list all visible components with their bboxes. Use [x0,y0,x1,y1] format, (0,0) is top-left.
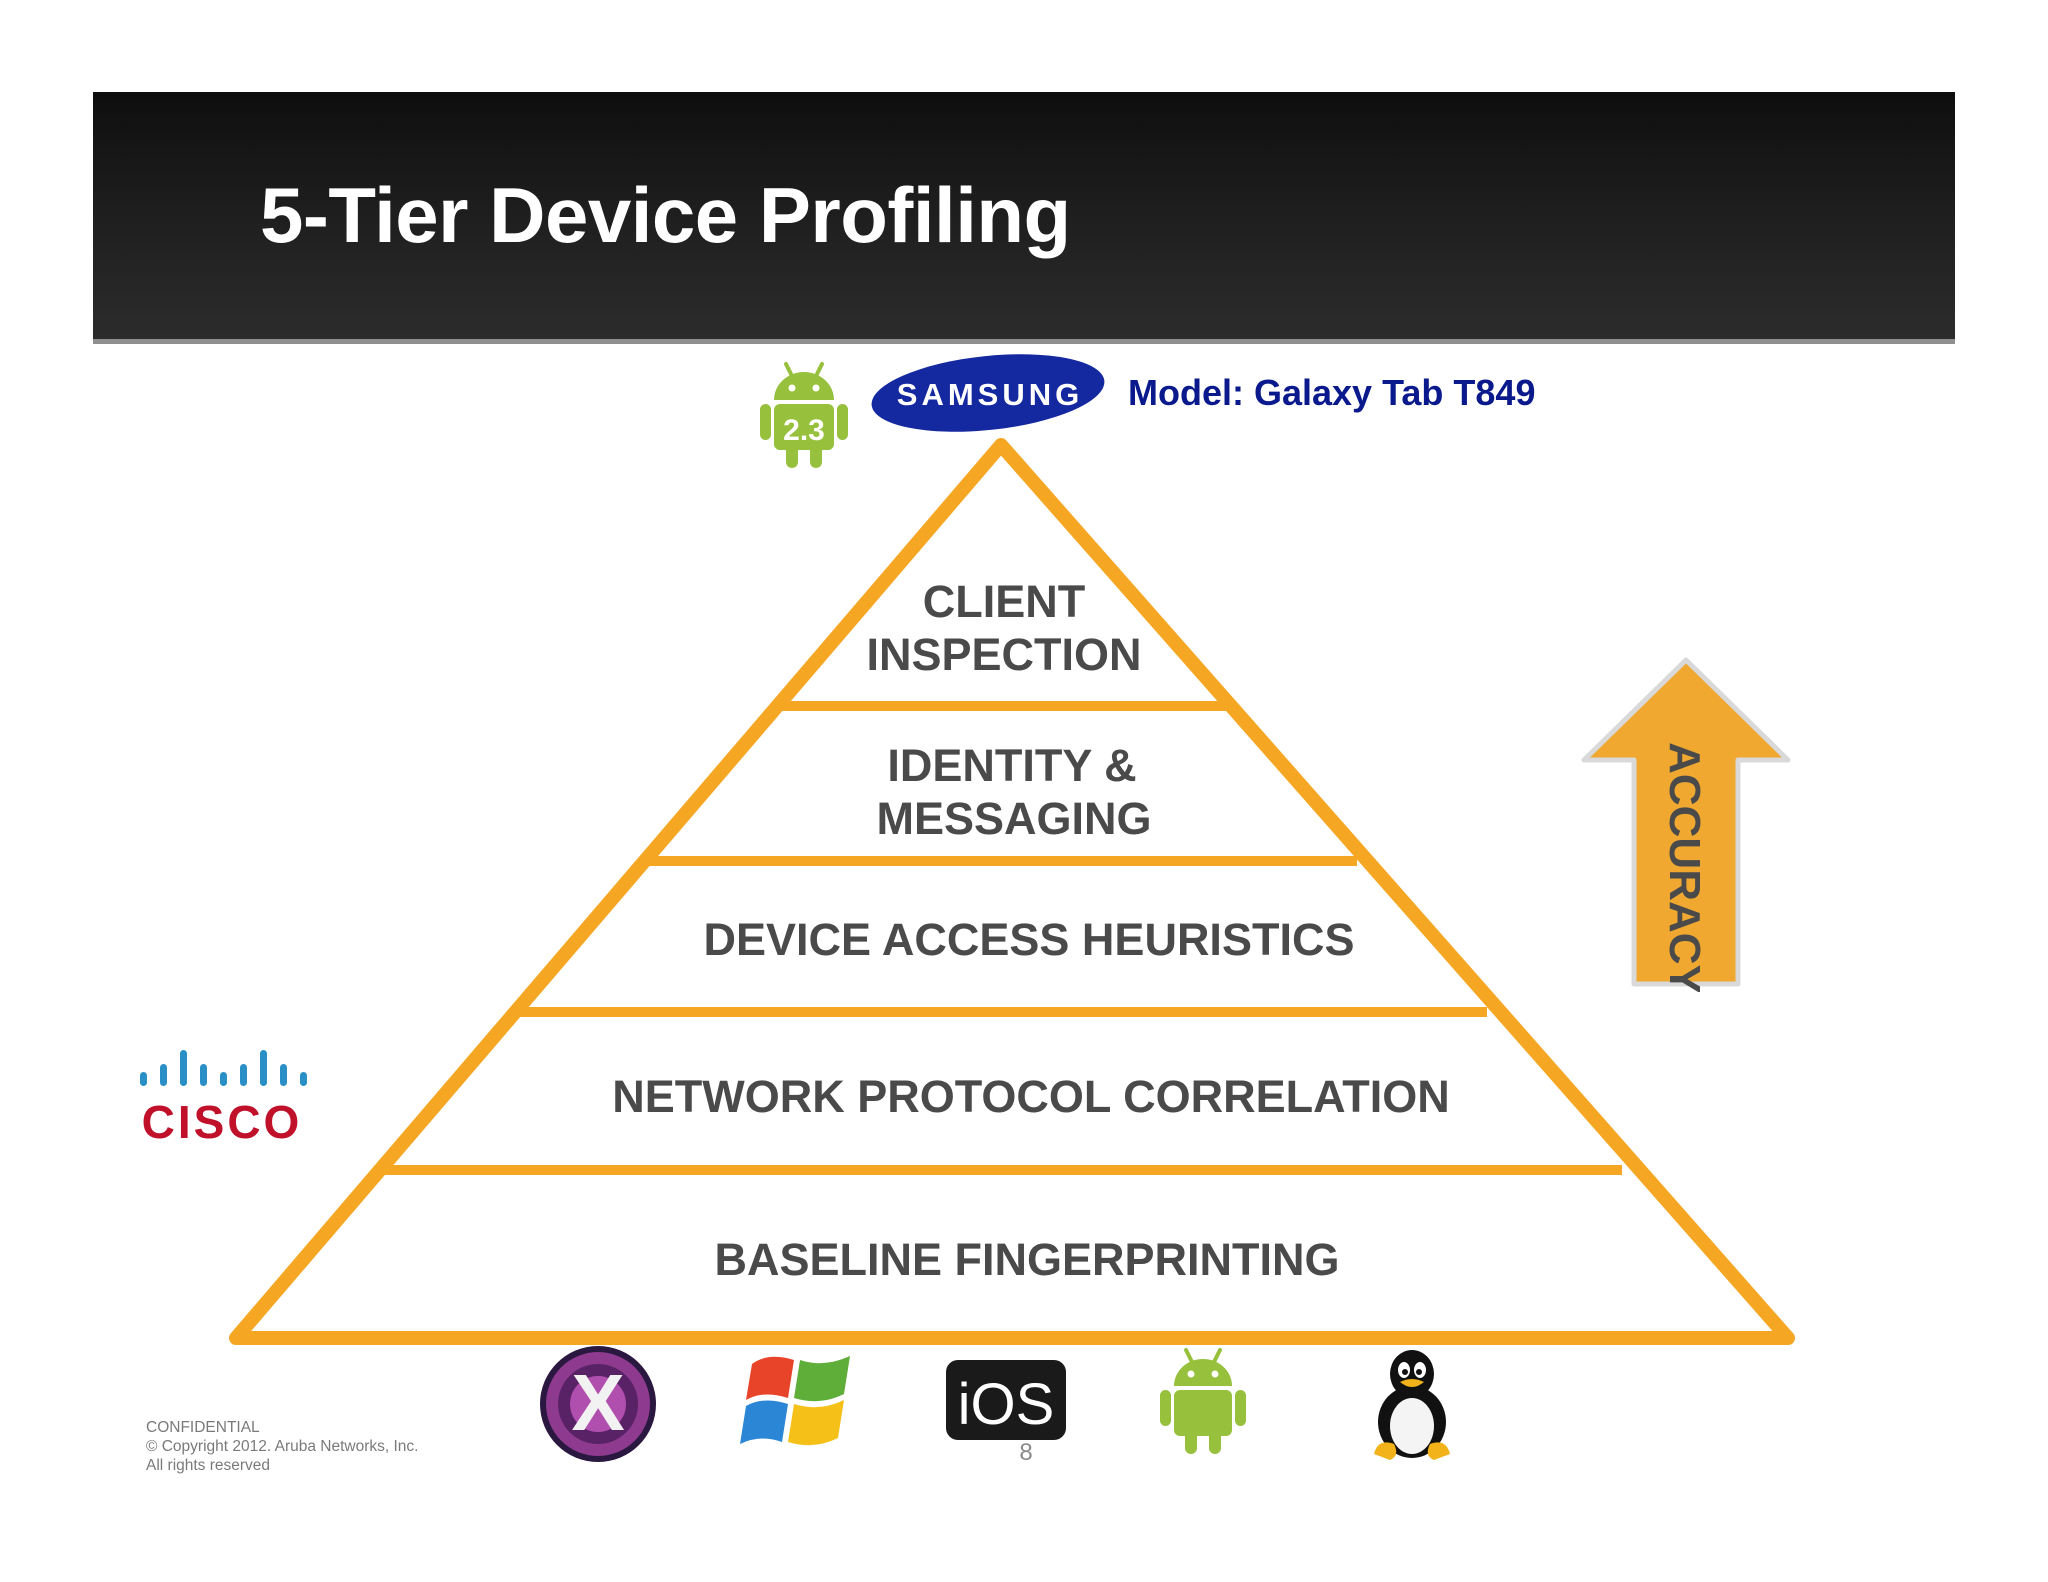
samsung-logo-text: SAMSUNG [897,377,1083,412]
android-icon [1160,1348,1246,1454]
mac-os-x-icon: X [540,1346,656,1462]
cisco-logo: CISCO [140,1050,307,1148]
footer-copyright: CONFIDENTIAL © Copyright 2012. Aruba Net… [146,1418,418,1475]
accuracy-arrow: ACCURACY [1581,657,1791,992]
tier-baseline-fingerprinting: BASELINE FINGERPRINTING [714,1234,1339,1285]
cisco-bars-icon [140,1050,307,1086]
footer-confidential: CONFIDENTIAL [146,1419,260,1436]
samsung-logo: SAMSUNG [871,354,1105,432]
linux-tux-icon [1374,1350,1450,1460]
tier-client-inspection-line2: INSPECTION [866,629,1141,680]
tier-client-inspection-line1: CLIENT [923,576,1086,627]
pyramid-dividers [380,701,1622,1175]
windows-icon [740,1356,850,1446]
tier-identity-messaging-line1: IDENTITY & [887,740,1136,791]
tier-device-access-heuristics: DEVICE ACCESS HEURISTICS [704,914,1355,965]
cisco-logo-text: CISCO [142,1096,303,1148]
header-bar: 5-Tier Device Profiling [93,92,1955,344]
ios-icon: iOS [946,1360,1066,1440]
ios-icon-text: iOS [958,1372,1055,1437]
page-number: 8 [1019,1439,1033,1466]
tier-network-protocol-correlation: NETWORK PROTOCOL CORRELATION [612,1071,1450,1122]
footer-copyright-line: © Copyright 2012. Aruba Networks, Inc. [146,1438,419,1455]
slide-title: 5-Tier Device Profiling [260,171,1071,259]
android-version-icon: 2.3 [760,362,848,468]
tier-identity-messaging-line2: MESSAGING [876,793,1151,844]
device-model-label: Model: Galaxy Tab T849 [1128,372,1536,413]
android-version-label: 2.3 [783,414,825,447]
footer-rights-line: All rights reserved [146,1457,271,1474]
mac-os-x-letter: X [571,1358,624,1447]
accuracy-label: ACCURACY [1660,742,1709,992]
